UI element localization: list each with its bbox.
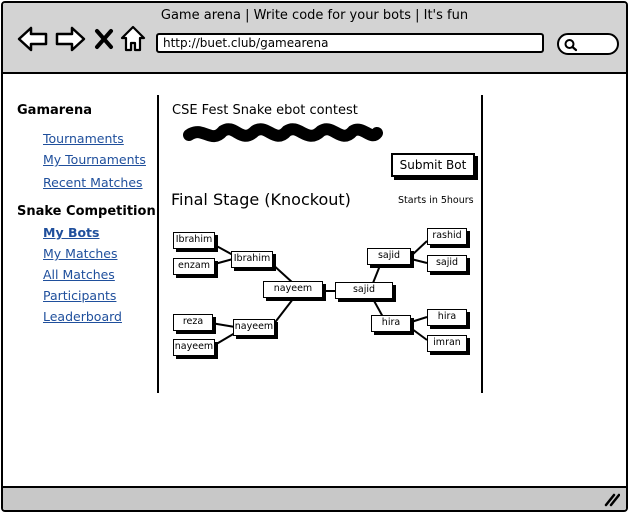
browser-toolbar: Game arena | Write code for your bots | …: [3, 3, 626, 74]
url-text: http://buet.club/gamearena: [163, 36, 329, 50]
forward-arrow-icon[interactable]: [54, 25, 86, 53]
sidebar-link-tournaments[interactable]: Tournaments: [43, 131, 124, 146]
contest-title: CSE Fest Snake ebot contest: [172, 103, 358, 118]
bracket-node: hira: [371, 315, 411, 332]
starts-in-text: Starts in 5hours: [398, 195, 474, 206]
sidebar-link-recent-matches[interactable]: Recent Matches: [43, 175, 143, 190]
bracket-node: nayeem: [263, 281, 323, 298]
sidebar-link-participants[interactable]: Participants: [43, 288, 117, 303]
stage-title: Final Stage (Knockout): [171, 190, 351, 209]
sidebar-heading-snake-competition: Snake Competition: [17, 204, 156, 219]
bracket-node: sajid: [335, 282, 393, 299]
sidebar-link-my-tournaments[interactable]: My Tournaments: [43, 152, 146, 167]
search-box[interactable]: [557, 33, 619, 55]
bracket-node: sajid: [367, 248, 411, 265]
submit-bot-button[interactable]: Submit Bot: [391, 153, 475, 177]
close-icon[interactable]: [94, 28, 114, 50]
content-left-border: [157, 95, 159, 393]
bracket-node: enzam: [173, 258, 215, 275]
status-bar: [3, 486, 626, 510]
sidebar-link-my-bots[interactable]: My Bots: [43, 225, 100, 240]
sidebar-heading-gamarena: Gamarena: [17, 103, 93, 118]
bracket-node: reza: [173, 314, 213, 331]
resize-handle-icon[interactable]: [604, 493, 620, 507]
bracket-node: nayeem: [233, 319, 275, 336]
bracket-node: sajid: [427, 255, 467, 272]
bracket-node: nayeem: [173, 339, 215, 356]
redacted-scribble: [183, 123, 383, 143]
back-arrow-icon[interactable]: [17, 25, 49, 53]
content-right-border: [481, 95, 483, 393]
search-icon: [564, 39, 578, 52]
sidebar-link-my-matches[interactable]: My Matches: [43, 246, 118, 261]
window-title: Game arena | Write code for your bots | …: [160, 8, 469, 23]
sidebar-link-leaderboard[interactable]: Leaderboard: [43, 309, 122, 324]
bracket-node: Ibrahim: [231, 251, 273, 268]
sidebar-link-all-matches[interactable]: All Matches: [43, 267, 115, 282]
bracket-node: Ibrahim: [173, 232, 215, 249]
bracket-connectors: [210, 240, 428, 347]
bracket-node: hira: [427, 309, 467, 326]
home-icon[interactable]: [120, 25, 146, 53]
bracket-node: rashid: [427, 228, 467, 245]
bracket-node: imran: [427, 335, 467, 352]
address-bar[interactable]: http://buet.club/gamearena: [156, 33, 544, 53]
